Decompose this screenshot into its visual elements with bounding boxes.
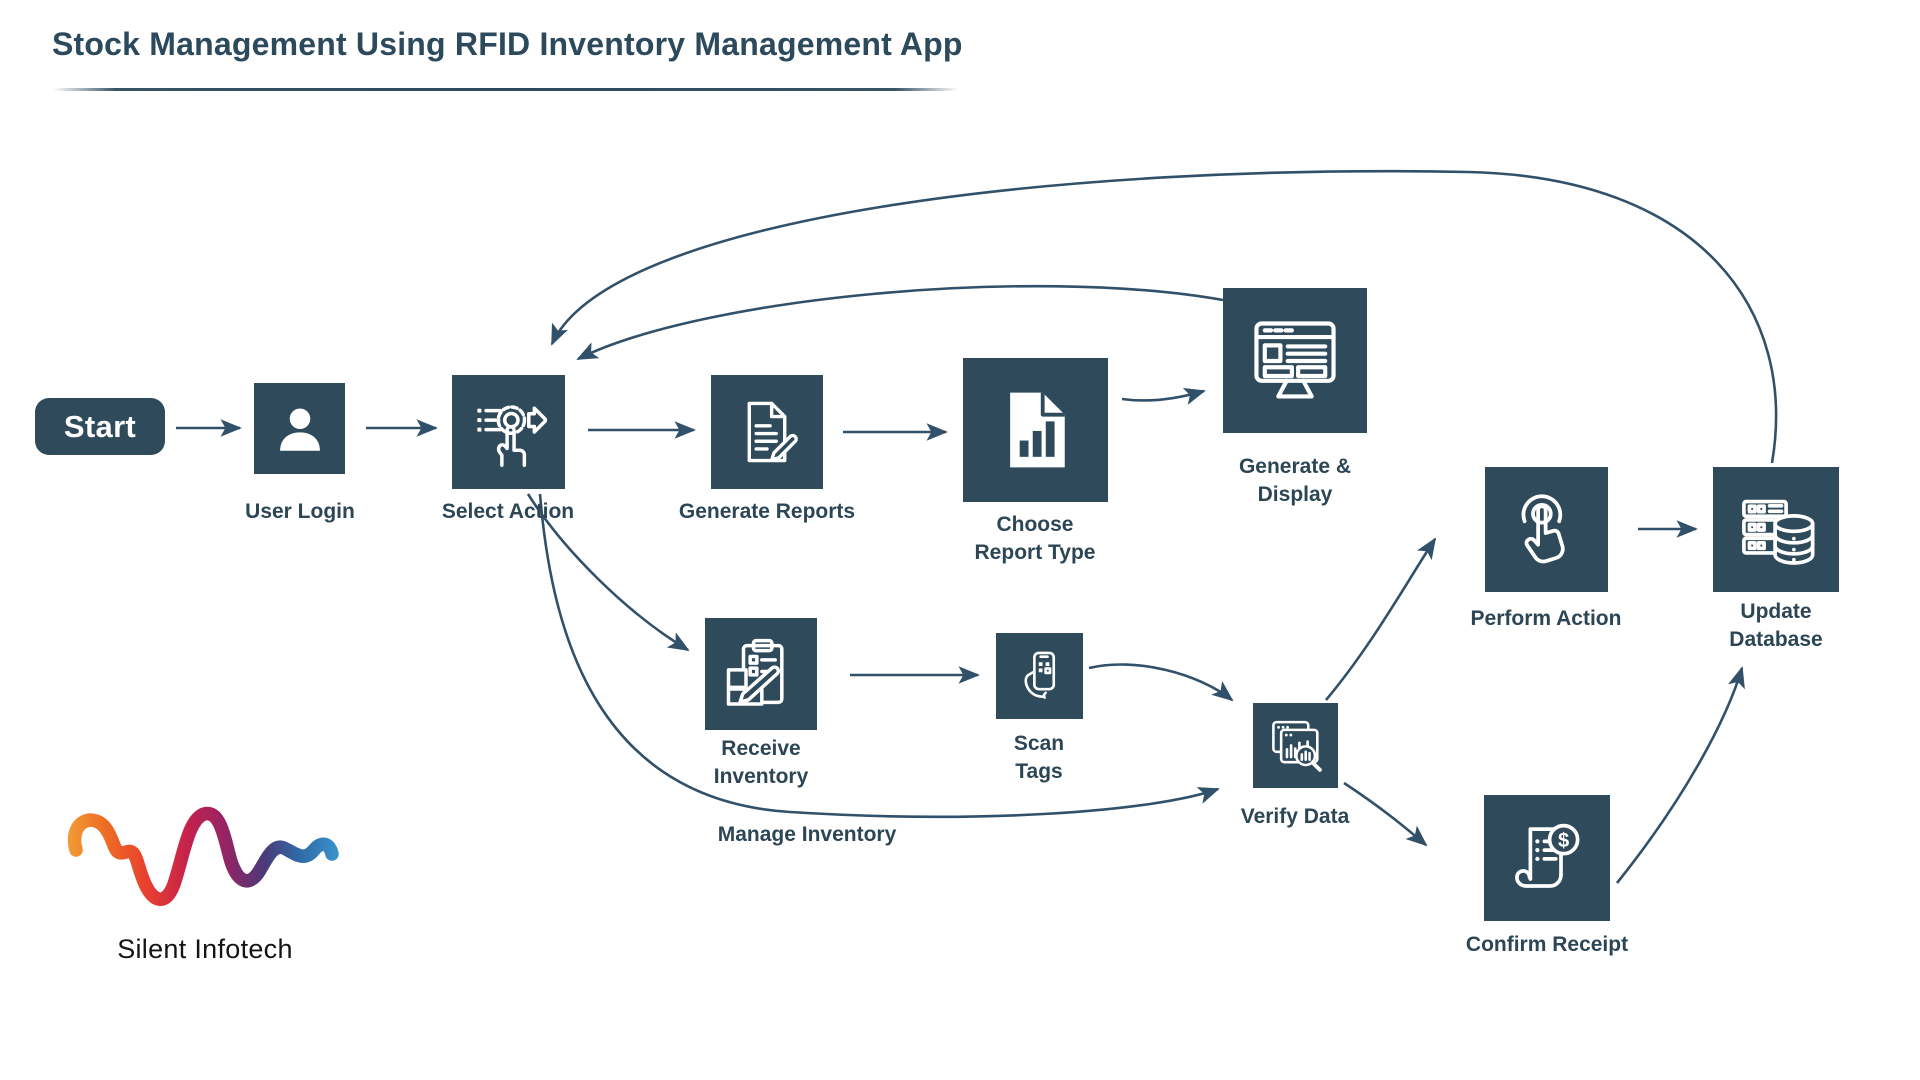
edge-choose-report-type-to-generate-display (1121, 388, 1206, 405)
page-title: Stock Management Using RFID Inventory Ma… (52, 26, 963, 62)
select-action-gear-hand-icon (476, 405, 547, 467)
node-label-receive-inventory: Receive Inventory (713, 737, 809, 788)
node-generate-display (1223, 288, 1367, 433)
node-label-perform-action: Perform Action (1470, 607, 1622, 630)
node-update-database (1713, 467, 1839, 592)
database-server-icon (1742, 499, 1815, 565)
node-label-select-action: Select Action (441, 500, 575, 523)
node-generate-reports (711, 375, 823, 489)
logo-text: Silent Infotech (117, 934, 293, 964)
node-label-update-database: Update Database (1729, 600, 1823, 651)
node-scan-tags (996, 633, 1083, 719)
node-select-action (452, 375, 565, 489)
node-label-user-login: User Login (245, 500, 355, 523)
user-icon (279, 407, 320, 451)
node-receive-inventory (705, 618, 817, 730)
node-label-choose-report-type: Choose Report Type (974, 513, 1096, 564)
report-file-chart-icon (1009, 392, 1065, 468)
scan-phone-hand-icon (1023, 651, 1055, 699)
svg-text:$: $ (1558, 830, 1569, 852)
node-choose-report-type (963, 358, 1108, 502)
monitor-browser-icon (1254, 320, 1336, 398)
title-underline (53, 88, 958, 91)
node-user-login (254, 383, 345, 474)
document-pencil-icon (747, 401, 798, 463)
edge-confirm-receipt-to-update-database (1615, 666, 1745, 884)
silent-infotech-logo-wave (67, 806, 339, 906)
node-label-scan-tags: Scan Tags (1013, 732, 1065, 783)
node-confirm-receipt: $ (1484, 795, 1610, 921)
node-label-generate-reports: Generate Reports (678, 500, 856, 523)
node-label-generate-display: Generate & Display (1238, 455, 1352, 506)
edge-scan-tags-to-verify-data (1088, 663, 1234, 702)
node-verify-data (1253, 703, 1338, 788)
receipt-dollar-icon: $ (1515, 823, 1580, 888)
tap-hand-icon (1521, 493, 1565, 563)
node-label-confirm-receipt: Confirm Receipt (1465, 933, 1629, 956)
edge-label-manage-inventory: Manage Inventory (717, 823, 897, 846)
start-node: Start (35, 398, 165, 455)
edge-generate-display-to-select-action (576, 284, 1224, 361)
node-label-verify-data: Verify Data (1240, 805, 1350, 828)
verify-magnifier-chart-icon (1271, 720, 1322, 772)
node-perform-action (1485, 467, 1608, 592)
inventory-clipboard-boxes-icon (726, 638, 784, 706)
